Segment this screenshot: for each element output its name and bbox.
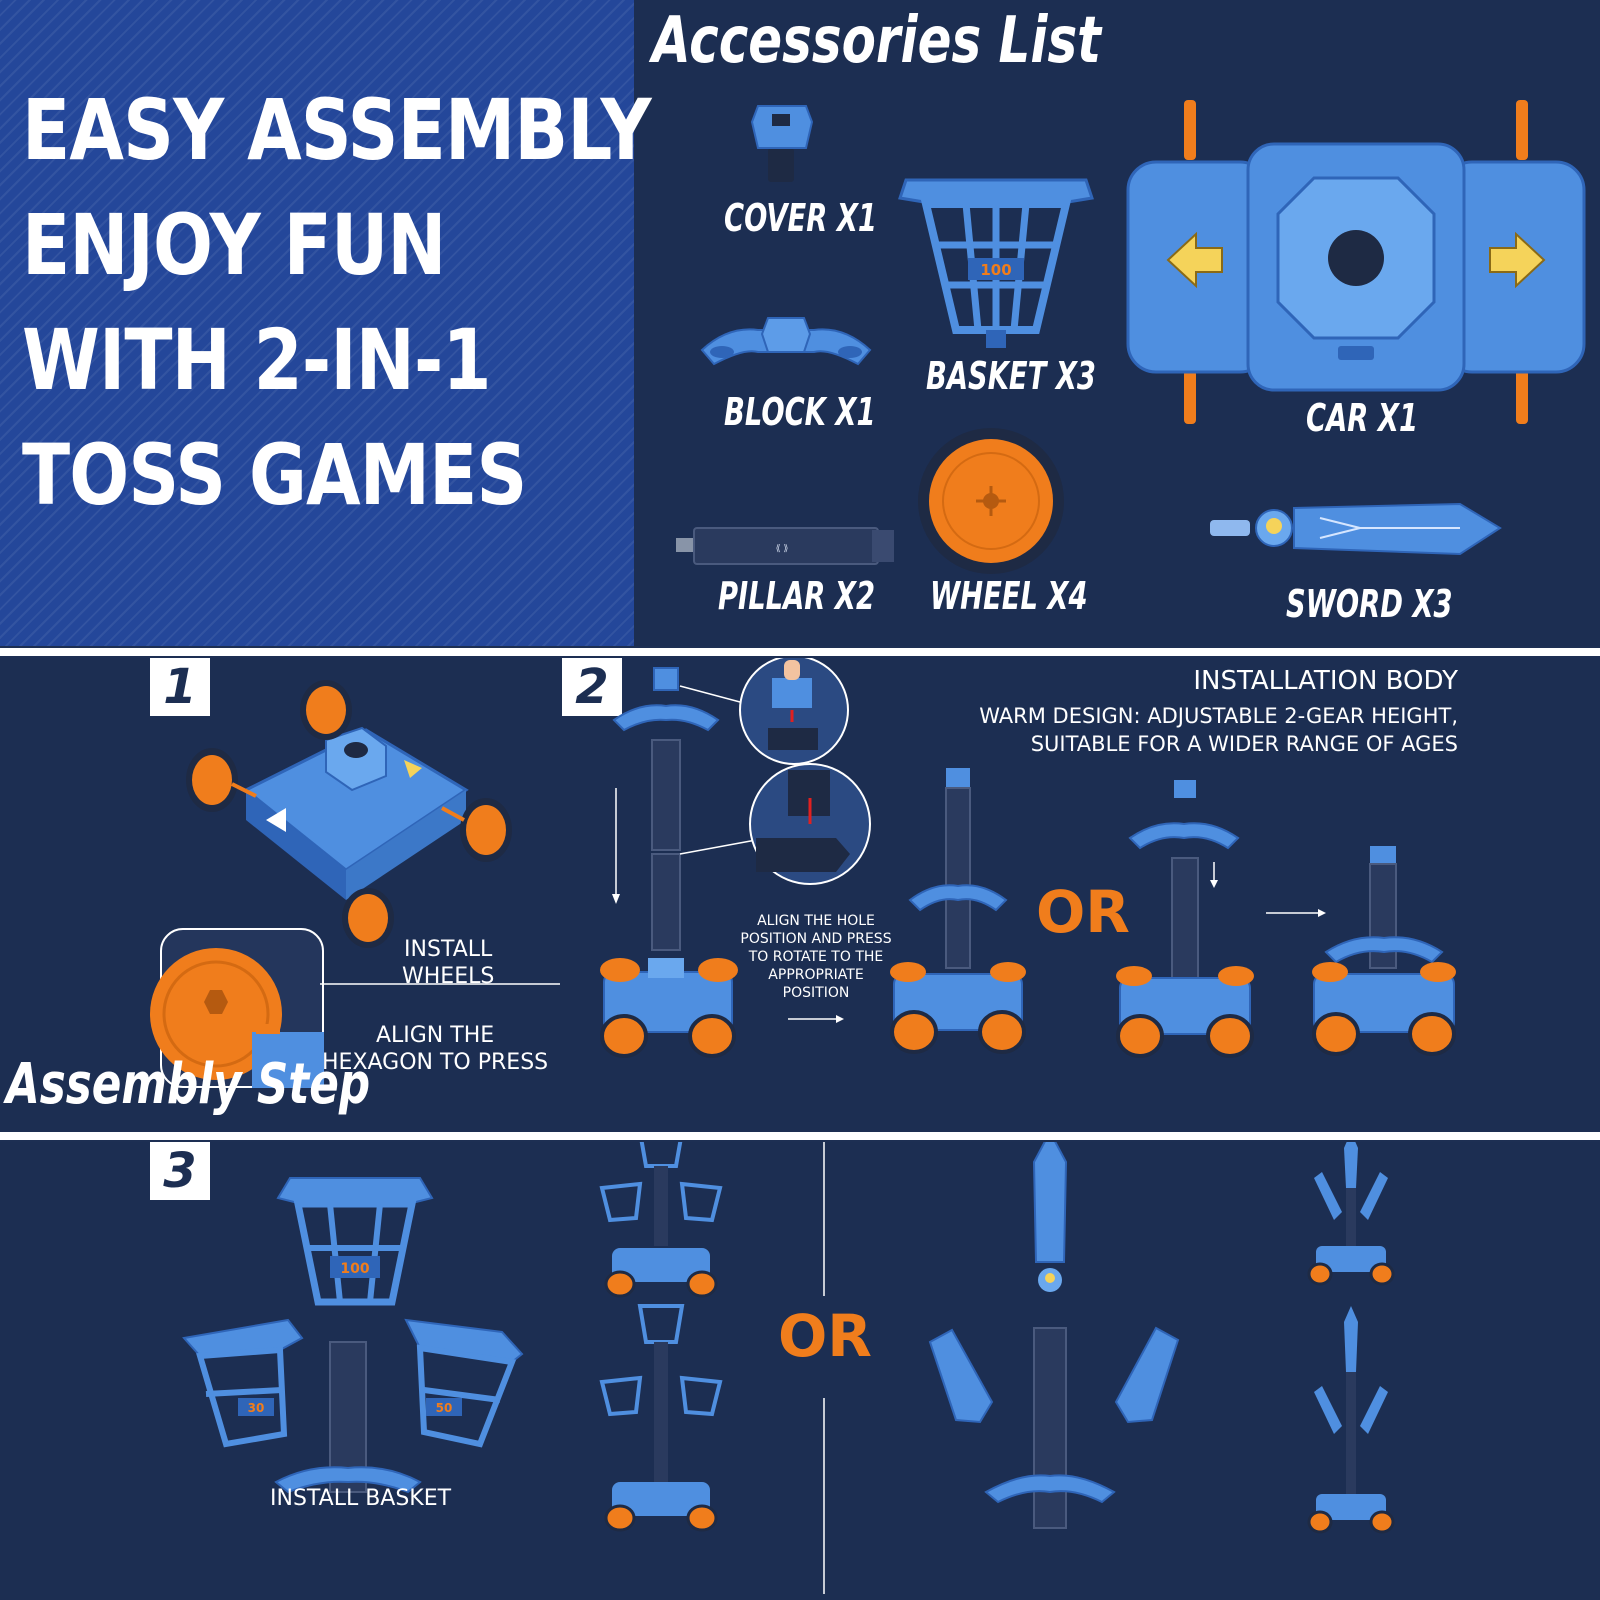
assembled-stand-short-exploded [1116,780,1254,1058]
wheel-label: WHEEL X4 [930,574,1088,618]
installation-body-subheading: WARM DESIGN: ADJUSTABLE 2-GEAR HEIGHT, S… [938,702,1458,758]
basket-score: 100 [980,261,1011,279]
headline-panel: EASY ASSEMBLY ENJOY FUN WITH 2-IN-1 TOSS… [0,0,652,646]
section-divider-2 [0,1132,1600,1140]
install-basket-caption: INSTALL BASKET [270,1486,452,1511]
basket-step-section: 3 100 30 50 INSTALL BASKET [0,1142,1600,1600]
car-with-wheels-image [186,680,512,948]
assembled-stand-short [1312,846,1456,1056]
car-image [1126,100,1586,424]
headline-line-2: ENJOY FUN [22,196,446,294]
align-hole-caption-line-5: POSITION [782,985,850,1001]
right-basket-score: 50 [436,1401,453,1415]
step-3-or-label: OR [778,1302,872,1370]
step-1-guide-line [320,983,560,985]
basket-image: 100 [898,178,1094,348]
wheel-image [918,428,1064,574]
align-hole-caption-line-2: POSITION AND PRESS [740,931,892,947]
align-hole-caption-line-4: APPROPRIATE [768,967,864,983]
step-3-separator [823,1142,825,1594]
align-hole-caption: ALIGN THE HOLE POSITION AND PRESS TO ROT… [732,912,900,1002]
exploded-stand-image [600,658,871,1058]
accessories-title: Accessories List [652,4,1102,78]
install-wheels-caption-line-1: INSTALL [404,937,493,962]
accessories-section: EASY ASSEMBLY ENJOY FUN WITH 2-IN-1 TOSS… [0,0,1600,646]
headline-line-3: WITH 2-IN-1 [22,311,492,409]
svg-text:⟪ ⟫: ⟪ ⟫ [776,544,789,554]
step-2-or-label: OR [1036,878,1130,946]
block-label: BLOCK X1 [724,390,876,434]
basket-stand-tall-image [599,1142,723,1298]
sword-stand-tall-image [1307,1142,1395,1286]
install-wheels-caption-line-2: WHEELS [402,964,495,989]
align-hole-caption-line-1: ALIGN THE HOLE [757,913,875,929]
wheel-closeup-image [150,928,324,1088]
block-image [700,317,872,366]
step-2-arrow-1 [788,1015,844,1023]
basket-stand-short-image [599,1304,723,1532]
sword-image [1210,502,1502,556]
car-label: CAR X1 [1306,396,1418,440]
basket-label: BASKET X3 [926,354,1096,398]
step-1-badge: 1 [150,658,210,716]
headline-line-1: EASY ASSEMBLY [22,81,652,179]
headline-line-4: TOSS GAMES [22,426,527,524]
step-3-badge: 3 [150,1142,210,1200]
left-basket-score: 30 [248,1401,265,1415]
assembled-stand-tall [890,768,1026,1054]
step-2-arrow-2 [1266,909,1326,917]
install-wheels-caption: INSTALL WHEELS [402,936,494,990]
subheading-line-2: SUITABLE FOR A WIDER RANGE OF AGES [1030,732,1458,756]
align-hexagon-caption-line-2: HEXAGON TO PRESS [322,1050,549,1075]
cover-image [750,105,814,182]
top-basket-score: 100 [340,1261,369,1277]
step-2-badge: 2 [562,658,622,716]
align-hole-caption-line-3: TO ROTATE TO THE [748,949,884,965]
align-hexagon-caption: ALIGN THE HEXAGON TO PRESS [322,1022,548,1076]
sword-stand-short-image [1307,1306,1395,1534]
sword-label: SWORD X3 [1286,582,1453,626]
assembly-steps-section: 1 2 INSTALL WHEELS ALIGN THE HEXAGON TO … [0,658,1600,1132]
assembly-title: Assembly Step [6,1052,371,1117]
pillar-label: PILLAR X2 [718,574,876,618]
cover-label: COVER X1 [724,196,877,240]
pillar-image: ⟪ ⟫ [676,527,894,565]
align-hexagon-caption-line-1: ALIGN THE [375,1023,495,1048]
section-divider-1 [0,648,1600,656]
sword-assembly-image [928,1142,1180,1529]
installation-body-heading: INSTALLATION BODY [1193,666,1458,696]
basket-tree-image: 100 30 50 [182,1177,524,1494]
subheading-line-1: WARM DESIGN: ADJUSTABLE 2-GEAR HEIGHT, [979,704,1458,728]
